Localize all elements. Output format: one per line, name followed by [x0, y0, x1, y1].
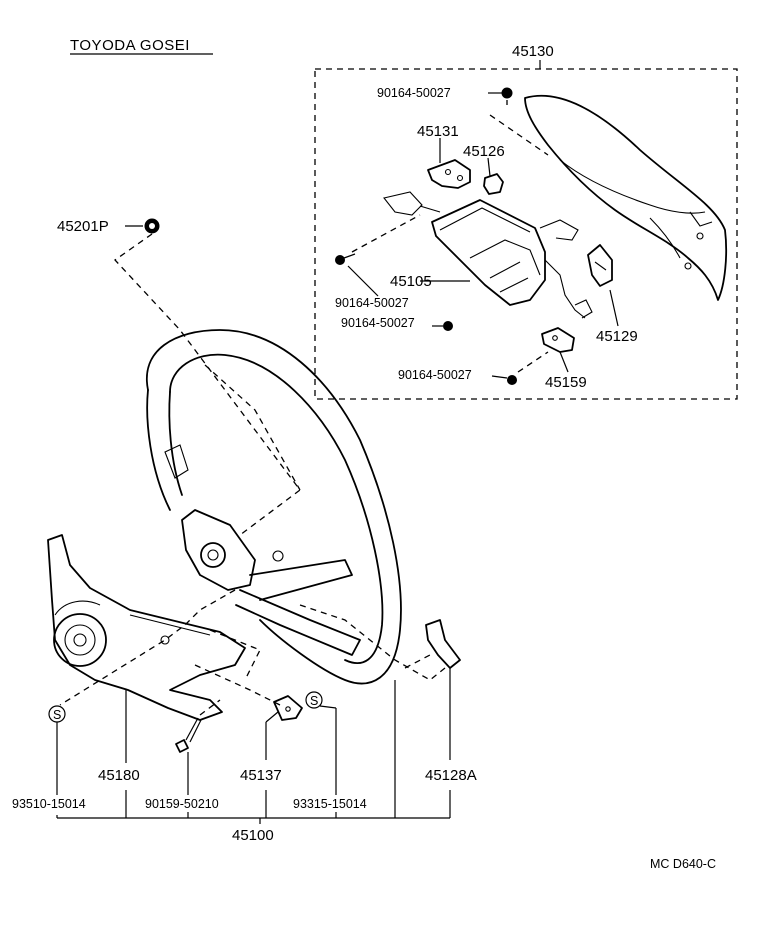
bolt-90164-top [488, 87, 513, 99]
label-90164-bot: 90164-50027 [398, 368, 472, 382]
bracket-45159 [541, 327, 575, 353]
nut-45201P [144, 218, 160, 234]
label-90164-mid1: 90164-50027 [335, 296, 409, 310]
catalog-code: MC D640-C [650, 857, 716, 871]
bolt-90164-mid2 [432, 321, 453, 331]
bracket-45131 [427, 159, 471, 189]
dash-45201P [114, 233, 301, 536]
label-45128A: 45128A [425, 767, 477, 784]
svg-text:S: S [53, 708, 61, 722]
dash-hub-upper [204, 364, 301, 491]
dash-90164-top [489, 100, 549, 156]
label-45159: 45159 [545, 374, 587, 391]
steering-wheel-hub [164, 444, 361, 656]
label-93510: 93510-15014 [12, 797, 86, 811]
dash-90164-bot [517, 351, 549, 373]
steering-wheel-rim [145, 329, 402, 685]
leader-45126 [487, 157, 491, 177]
maker-label: TOYODA GOSEI [70, 37, 190, 54]
svg-text:S: S [310, 694, 318, 708]
label-45130: 45130 [512, 43, 554, 60]
dash-45180-mid [209, 629, 261, 681]
s-symbol-left: S [48, 705, 66, 723]
lower-cover-45180 [47, 534, 246, 721]
bracket-45128A [425, 619, 461, 669]
dash-45128A-short [404, 654, 431, 669]
dash-45180-lower [194, 664, 281, 706]
label-45129: 45129 [596, 328, 638, 345]
label-45100: 45100 [232, 827, 274, 844]
assembly-bracket-45100 [56, 680, 451, 824]
leader-45129 [609, 289, 619, 327]
clip-45129 [587, 244, 613, 287]
bolt-90164-mid1 [335, 253, 356, 265]
label-45131: 45131 [417, 123, 459, 140]
leader-45159 [559, 351, 569, 373]
dash-90159 [199, 699, 221, 716]
bolt-90164-bot [491, 375, 517, 385]
steering-pad-cover [524, 94, 728, 301]
dash-90164-mid1 [351, 214, 421, 253]
leader-90164-mid1 [347, 265, 379, 297]
label-45180: 45180 [98, 767, 140, 784]
dash-45128A [299, 604, 446, 681]
label-90164-mid2: 90164-50027 [341, 316, 415, 330]
label-90159: 90159-50210 [145, 797, 219, 811]
label-93315: 93315-15014 [293, 797, 367, 811]
label-45126: 45126 [463, 143, 505, 160]
label-45137: 45137 [240, 767, 282, 784]
airbag-subassembly-box [314, 68, 738, 400]
airbag-module-45105 [383, 191, 593, 319]
label-45105: 45105 [390, 273, 432, 290]
screw-90159 [175, 717, 202, 753]
dash-45180 [59, 589, 236, 706]
clip-45137 [273, 695, 303, 721]
s-symbol-right: S [305, 691, 323, 709]
label-90164-top: 90164-50027 [377, 86, 451, 100]
label-45201P: 45201P [57, 218, 109, 235]
clip-45126 [483, 173, 504, 195]
